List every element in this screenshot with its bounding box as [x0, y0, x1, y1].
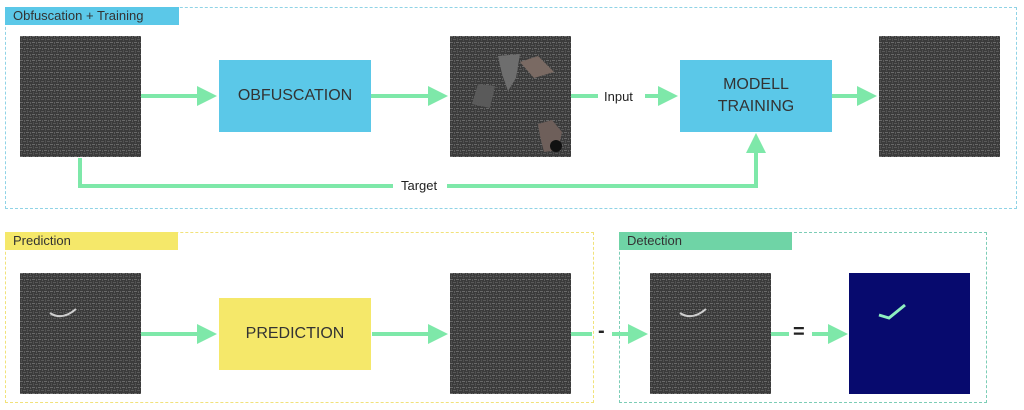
- obfuscated-texture-image: [450, 36, 571, 157]
- prediction-panel-label: Prediction: [5, 232, 178, 250]
- input-edge-label: Input: [598, 89, 639, 105]
- detection-sample-image: [650, 273, 771, 394]
- training-panel: [5, 7, 1017, 209]
- detection-panel-label: Detection: [619, 232, 792, 250]
- prediction-box: PREDICTION: [219, 298, 371, 370]
- prediction-panel: [5, 232, 594, 403]
- input-texture-image: [20, 36, 141, 157]
- equals-operator: =: [793, 321, 805, 343]
- arrow-target-loop-end: [447, 133, 766, 188]
- obfuscation-label: OBFUSCATION: [237, 87, 353, 104]
- defect-sample-image: [20, 273, 141, 394]
- arrow-target-loop: [78, 158, 393, 188]
- detection-panel: [619, 232, 987, 403]
- minus-operator: -: [598, 320, 605, 342]
- reconstructed-texture-image: [879, 36, 1000, 157]
- predicted-texture-image: [450, 273, 571, 394]
- detection-mask-image: [849, 273, 970, 394]
- obfuscation-box: OBFUSCATION: [219, 60, 371, 132]
- target-edge-label: Target: [395, 178, 444, 194]
- modell-training-box: MODELL TRAINING: [680, 60, 832, 132]
- training-panel-label: Obfuscation + Training: [5, 7, 179, 25]
- modell-training-label-line2: TRAINING: [717, 98, 795, 115]
- prediction-label: PREDICTION: [245, 325, 345, 342]
- modell-training-label-line1: MODELL: [723, 76, 789, 93]
